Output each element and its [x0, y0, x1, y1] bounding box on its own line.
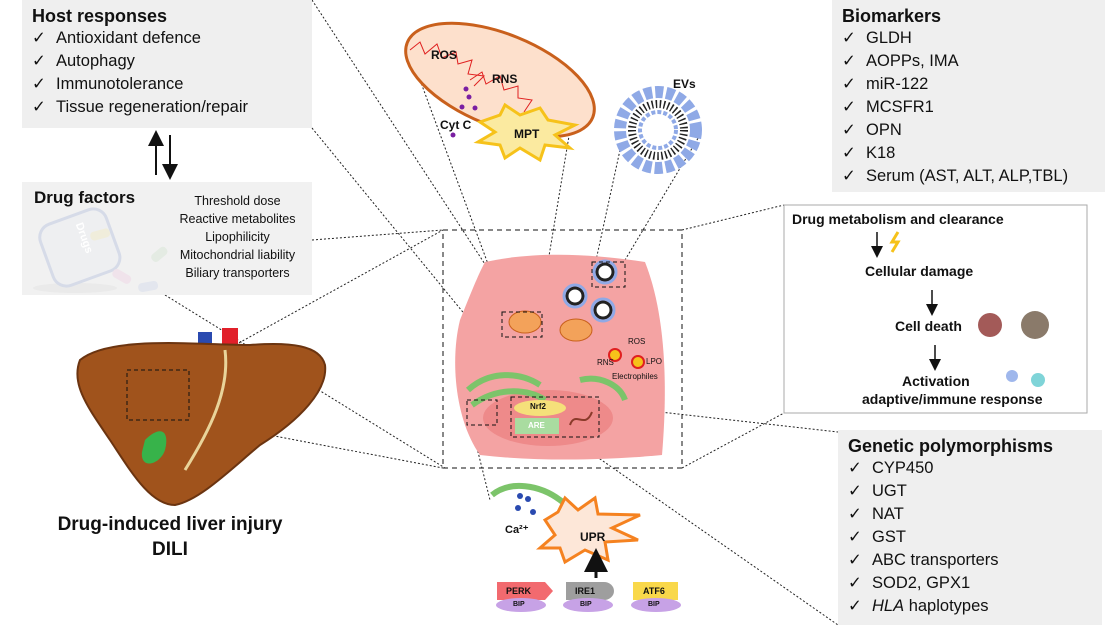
cascade-step: Cell death	[895, 318, 962, 334]
list-item: Lipophilicity	[205, 230, 270, 244]
list-item: Biliary transporters	[185, 266, 290, 280]
cascade-arrows	[871, 232, 941, 371]
drug-factors-title: Drug factors	[34, 188, 136, 207]
necrotic-cell-icon	[978, 313, 1002, 337]
list-item: ✓Immunotolerance	[32, 75, 184, 93]
list-item: ✓AOPPs, IMA	[842, 52, 959, 70]
genetic-polymorphisms-box: Genetic polymorphisms ✓CYP450 ✓UGT ✓NAT …	[838, 430, 1102, 625]
list-item: ✓HLA haplotypes	[848, 597, 989, 615]
cascade-step: Cellular damage	[865, 263, 974, 279]
genetic-title: Genetic polymorphisms	[848, 436, 1054, 456]
list-item: ✓UGT	[848, 482, 907, 500]
evs-label: EVs	[673, 77, 696, 91]
liver-illustration	[76, 328, 327, 507]
cascade-step: Activation	[902, 373, 970, 389]
bip-label: BIP	[513, 601, 525, 608]
biomarkers-title: Biomarkers	[842, 6, 942, 26]
rns-label: RNS	[492, 72, 518, 86]
list-item: ✓Tissue regeneration/repair	[32, 98, 248, 116]
host-responses-box: Host responses ✓Antioxidant defence ✓Aut…	[22, 0, 312, 128]
list-item: ✓Antioxidant defence	[32, 29, 201, 47]
perk-label: PERK	[506, 586, 532, 596]
list-item: ✓Autophagy	[32, 52, 135, 70]
list-item: ✓GLDH	[842, 29, 912, 47]
list-item: ✓ABC transporters	[848, 551, 999, 569]
drug-factors-list: Threshold dose Reactive metabolites Lipo…	[175, 192, 300, 282]
list-item: ✓GST	[848, 528, 906, 546]
apoptotic-cell-icon	[1021, 311, 1049, 339]
immune-cell-icon	[1031, 373, 1045, 387]
list-item: ✓CYP450	[848, 459, 934, 477]
list-item: ✓SOD2, GPX1	[848, 574, 971, 592]
ros-label: ROS	[628, 337, 646, 346]
liver-title: Drug-induced liver injury DILI	[57, 514, 283, 560]
upr-label: UPR	[580, 530, 606, 544]
calcium-label: Ca²⁺	[505, 524, 529, 536]
biomarkers-box: Biomarkers ✓GLDH ✓AOPPs, IMA ✓miR-122 ✓M…	[832, 0, 1105, 192]
mpt-label: MPT	[514, 127, 540, 141]
lightning-icon	[889, 231, 901, 253]
rns-label: RNS	[597, 358, 614, 367]
immune-cell-icon	[1006, 370, 1018, 382]
list-item: Threshold dose	[194, 194, 281, 208]
atf6-label: ATF6	[643, 586, 665, 596]
electrophiles-label: Electrophiles	[612, 372, 658, 381]
drug-factors-box	[22, 182, 312, 295]
er-stress-illustration	[490, 482, 681, 612]
cascade-step: adaptive/immune response	[862, 391, 1043, 407]
bip-label: BIP	[648, 601, 660, 608]
list-item: ✓NAT	[848, 505, 904, 523]
nrf2-label: Nrf2	[530, 402, 547, 411]
dna-icon	[569, 411, 593, 426]
ros-label: ROS	[431, 48, 458, 62]
list-item: Reactive metabolites	[179, 212, 296, 226]
bip-label: BIP	[580, 601, 592, 608]
list-item: ✓MCSFR1	[842, 98, 934, 116]
hepatocyte-cell	[442, 229, 683, 469]
list-item: ✓OPN	[842, 121, 902, 139]
mitochondrion-illustration	[404, 21, 596, 163]
list-item: ✓Serum (AST, ALT, ALP,TBL)	[842, 167, 1069, 185]
list-item: ✓K18	[842, 144, 896, 162]
list-item: Mitochondrial liability	[179, 248, 296, 262]
host-responses-title: Host responses	[32, 6, 168, 26]
list-item: ✓miR-122	[842, 75, 929, 93]
are-label: ARE	[528, 421, 545, 430]
mpt-burst-icon	[473, 102, 580, 163]
cyt-c-label: Cyt C	[440, 118, 472, 132]
upr-burst-icon	[535, 495, 641, 565]
lpo-label: LPO	[646, 357, 663, 366]
extracellular-vesicle-illustration	[614, 86, 702, 174]
ire1-label: IRE1	[575, 586, 596, 596]
cascade-step: Drug metabolism and clearance	[792, 211, 1004, 227]
